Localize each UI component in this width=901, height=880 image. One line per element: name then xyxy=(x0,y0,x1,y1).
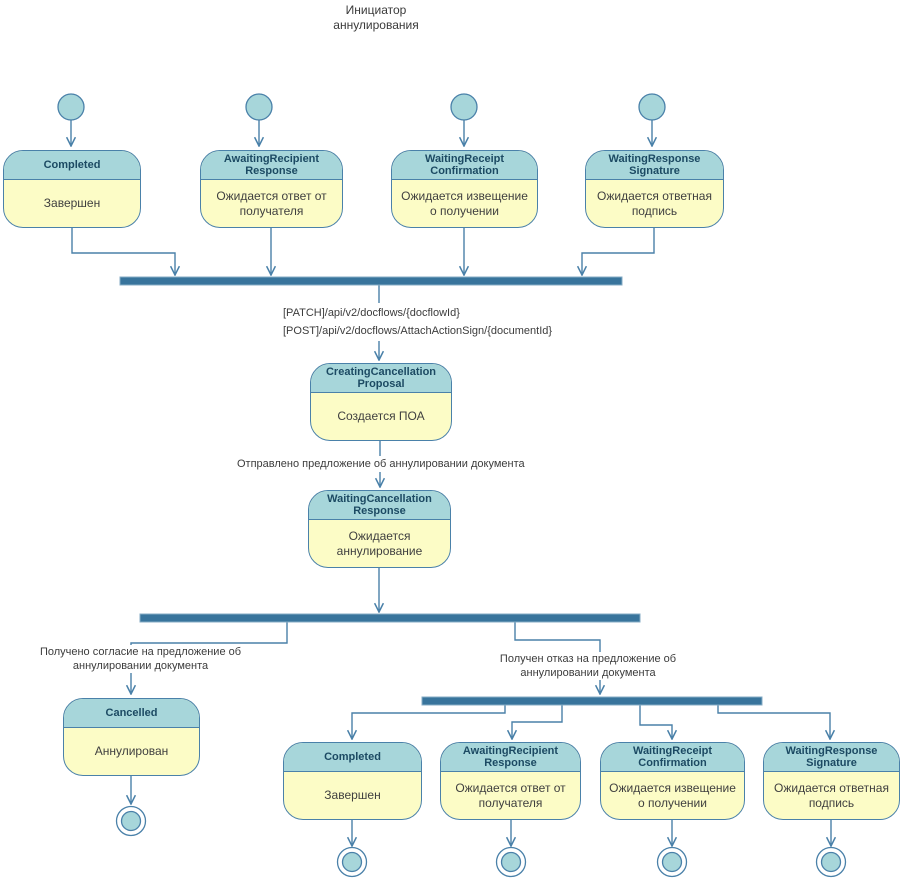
consent-received-label: Получено согласие на предложение об анну… xyxy=(38,645,243,673)
state-awaiting-recipient-response-bottom: AwaitingRecipient Response Ожидается отв… xyxy=(440,742,581,820)
state-waiting-response-signature-bottom: WaitingResponse Signature Ожидается отве… xyxy=(763,742,900,820)
state-completed-top: Completed Завершен xyxy=(3,150,141,228)
state-name: AwaitingRecipient Response xyxy=(441,743,580,772)
fork-bar-middle xyxy=(139,613,641,623)
state-name: CreatingCancellation Proposal xyxy=(311,364,451,393)
state-completed-bottom: Completed Завершен xyxy=(283,742,422,820)
state-desc: Создается ПОА xyxy=(337,409,425,423)
final-node-icon xyxy=(495,846,527,878)
state-desc: Ожидается ответ от получателя xyxy=(216,188,327,218)
state-name: Completed xyxy=(284,743,421,772)
final-node-icon xyxy=(336,846,368,878)
api-post-line: [POST]/api/v2/docflows/AttachActionSign/… xyxy=(283,325,553,337)
diagram-title: Инициатор аннулирования xyxy=(333,3,419,32)
state-name: WaitingReceipt Confirmation xyxy=(392,151,537,180)
state-awaiting-recipient-response-top: AwaitingRecipient Response Ожидается отв… xyxy=(200,150,343,228)
initial-node-icon xyxy=(57,93,85,121)
state-waiting-receipt-confirmation-bottom: WaitingReceipt Confirmation Ожидается из… xyxy=(600,742,745,820)
state-name: Cancelled xyxy=(64,699,199,728)
final-node-icon xyxy=(115,805,147,837)
state-cancelled: Cancelled Аннулирован xyxy=(63,698,200,776)
fork-bar-bottom xyxy=(421,696,763,706)
initial-node-icon xyxy=(450,93,478,121)
refusal-received-label: Получен отказ на предложение об аннулиро… xyxy=(498,652,678,680)
join-bar-top xyxy=(119,276,623,286)
state-desc: Ожидается аннулирование xyxy=(336,528,423,558)
connector-lines xyxy=(71,120,831,846)
state-name: WaitingResponse Signature xyxy=(586,151,723,180)
state-desc: Ожидается ответ от получателя xyxy=(455,780,566,810)
state-creating-cancellation-proposal: CreatingCancellation Proposal Создается … xyxy=(310,363,452,441)
state-name: WaitingCancellation Response xyxy=(309,491,450,520)
state-desc: Завершен xyxy=(43,196,101,210)
state-waiting-response-signature-top: WaitingResponse Signature Ожидается отве… xyxy=(585,150,724,228)
state-waiting-receipt-confirmation-top: WaitingReceipt Confirmation Ожидается из… xyxy=(391,150,538,228)
state-desc: Ожидается извещение о получении xyxy=(609,780,736,810)
state-desc: Аннулирован xyxy=(94,744,169,758)
api-endpoints-label: [PATCH]/api/v2/docflows/{docflowId} [POS… xyxy=(280,303,556,341)
initial-node-icon xyxy=(245,93,273,121)
final-node-icon xyxy=(815,846,847,878)
state-waiting-cancellation-response: WaitingCancellation Response Ожидается а… xyxy=(308,490,451,568)
initial-node-icon xyxy=(638,93,666,121)
state-name: Completed xyxy=(4,151,140,180)
state-name: WaitingReceipt Confirmation xyxy=(601,743,744,772)
state-desc: Ожидается ответная подпись xyxy=(774,780,889,810)
api-patch-line: [PATCH]/api/v2/docflows/{docflowId} xyxy=(283,307,460,319)
state-desc: Завершен xyxy=(324,788,381,802)
sent-proposal-label: Отправлено предложение об аннулировании … xyxy=(234,456,528,472)
state-desc: Ожидается ответная подпись xyxy=(597,188,712,218)
state-name: AwaitingRecipient Response xyxy=(201,151,342,180)
final-node-icon xyxy=(656,846,688,878)
state-desc: Ожидается извещение о получении xyxy=(401,188,528,218)
state-name: WaitingResponse Signature xyxy=(764,743,899,772)
